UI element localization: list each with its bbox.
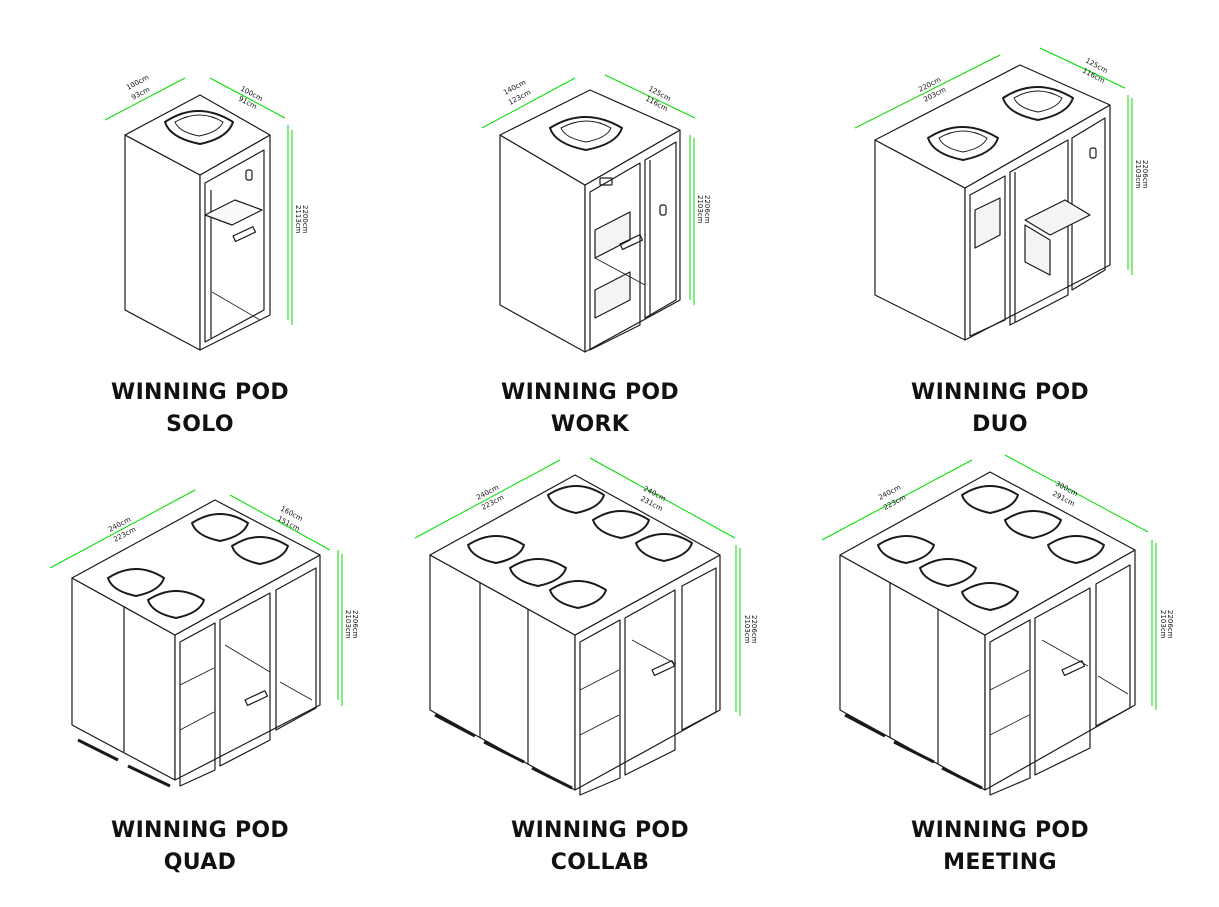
pod-solo-height-outer: 2113cm <box>294 205 302 234</box>
pod-solo-dimension-lines <box>104 77 293 325</box>
pod-meeting-height-inner: 2206cm <box>1166 610 1174 639</box>
pod-quad-dimension-lines <box>49 489 343 706</box>
pod-work-dimension-lines <box>481 74 696 305</box>
pod-collab-height-inner: 2206cm <box>750 615 758 644</box>
pod-meeting-title-line2: MEETING <box>943 850 1057 875</box>
pod-collab-height-outer: 2103cm <box>743 615 751 644</box>
pod-collab-title-line1: WINNING POD <box>511 818 689 843</box>
pod-solo-title-line1: WINNING POD <box>111 380 289 405</box>
pod-meeting-height-outer: 2103cm <box>1159 610 1167 639</box>
pod-work-height-inner: 2206cm <box>703 195 711 224</box>
pod-work-title-line1: WINNING POD <box>501 380 679 405</box>
pod-quad: 240cm 223cm 160cm 151cm 2103cm 2206cm WI… <box>0 450 400 900</box>
pod-duo-height-inner: 2206cm <box>1141 160 1149 189</box>
pod-duo-drawing: 220cm 203cm 125cm 116cm 2103cm 2206cm <box>854 47 1149 341</box>
pod-duo: 220cm 203cm 125cm 116cm 2103cm 2206cm WI… <box>800 0 1200 450</box>
pod-work-drawing: 140cm 123cm 125cm 116cm 2103cm 2206cm <box>481 74 711 353</box>
pod-quad-title-line2: QUAD <box>163 850 237 875</box>
pod-work-title-line2: WORK <box>550 412 630 437</box>
pod-quad-title-line1: WINNING POD <box>111 818 289 843</box>
pod-collab-title-line2: COLLAB <box>550 850 650 875</box>
pod-work-height-outer: 2103cm <box>696 195 704 224</box>
pod-duo-title-line2: DUO <box>972 412 1028 437</box>
pod-solo-height-inner: 2200cm <box>301 205 309 234</box>
pod-meeting-dimension-lines <box>821 454 1157 710</box>
pod-quad-drawing: 240cm 223cm 160cm 151cm 2103cm 2206cm <box>49 489 359 788</box>
pod-duo-title-line1: WINNING POD <box>911 380 1089 405</box>
pod-meeting: 240cm 223cm 300cm 291cm 2103cm 2206cm WI… <box>800 450 1200 900</box>
pod-meeting-drawing: 240cm 223cm 300cm 291cm 2103cm 2206cm <box>821 454 1174 796</box>
pod-collab-drawing: 240cm 223cm 240cm 231cm 2103cm 2206cm <box>414 457 758 796</box>
pod-meeting-title-line1: WINNING POD <box>911 818 1089 843</box>
pod-solo-title-line2: SOLO <box>166 412 234 437</box>
pod-solo: 100cm 93cm 100cm 91cm 2113cm 2200cm WINN… <box>0 0 400 450</box>
pod-collab: 240cm 223cm 240cm 231cm 2103cm 2206cm WI… <box>400 450 800 900</box>
pod-quad-height-outer: 2103cm <box>344 610 352 639</box>
pod-quad-height-inner: 2206cm <box>351 610 359 639</box>
pod-collab-dimension-lines <box>414 457 741 716</box>
pod-solo-drawing: 100cm 93cm 100cm 91cm 2113cm 2200cm <box>104 73 309 351</box>
pod-duo-dimension-lines <box>854 47 1133 275</box>
pod-work: 140cm 123cm 125cm 116cm 2103cm 2206cm WI… <box>390 0 790 450</box>
pod-duo-height-outer: 2103cm <box>1134 160 1142 189</box>
